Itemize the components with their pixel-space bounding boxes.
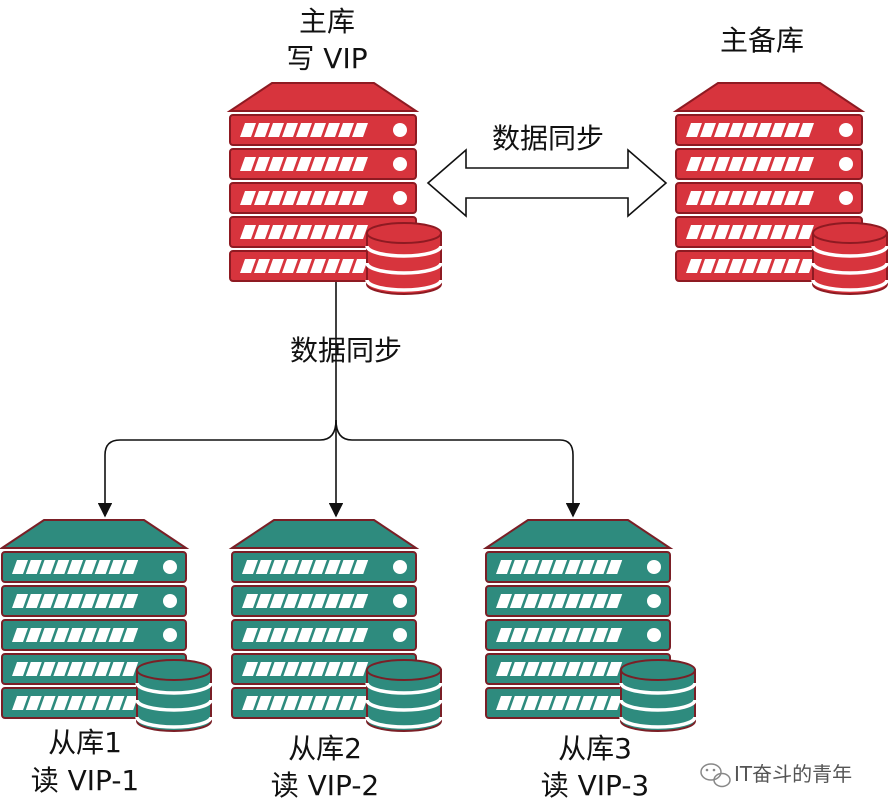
slave-2-database-icon: [365, 659, 443, 732]
server-unit: [231, 585, 417, 617]
server-unit: [675, 148, 863, 180]
standby-title: 主备库: [720, 24, 804, 57]
slave-3-database-icon: [619, 659, 697, 732]
slave-1-database-icon: [135, 659, 213, 732]
server-unit: [675, 114, 863, 146]
server-unit: [1, 585, 187, 617]
sync-label-horizontal: 数据同步: [492, 122, 604, 155]
server-unit: [485, 585, 671, 617]
master-server-icon: [226, 82, 420, 282]
slave-3-server-icon: [482, 519, 674, 719]
standby-server-icon: [672, 82, 866, 282]
slave-3-title: 从库3: [558, 732, 632, 765]
master-write-vip: 写 VIP: [286, 42, 367, 75]
master-database-icon: [365, 222, 443, 295]
server-unit: [229, 148, 417, 180]
slave-1-title: 从库1: [48, 726, 122, 759]
server-unit: [231, 551, 417, 583]
servers: [0, 82, 889, 732]
server-unit: [1, 551, 187, 583]
server-unit: [1, 619, 187, 651]
server-top-cap: [672, 82, 866, 112]
slave-1-read-vip: 读 VIP-1: [31, 764, 140, 797]
wechat-icon: [700, 763, 731, 788]
arrow-to-slave-3: [352, 439, 581, 518]
server-unit: [231, 619, 417, 651]
server-unit: [485, 619, 671, 651]
master-title: 主库: [299, 5, 355, 38]
server-unit: [229, 182, 417, 214]
sync-label-vertical: 数据同步: [290, 334, 402, 367]
server-top-cap: [228, 519, 420, 549]
replication-arrows: [97, 148, 668, 518]
server-top-cap: [482, 519, 674, 549]
slave-3-read-vip: 读 VIP-3: [541, 769, 650, 802]
slave-2-read-vip: 读 VIP-2: [271, 769, 380, 802]
slave-2-title: 从库2: [288, 732, 362, 765]
server-unit: [675, 182, 863, 214]
watermark-text: IT奋斗的青年: [734, 762, 852, 786]
server-top-cap: [0, 519, 190, 549]
server-top-cap: [226, 82, 420, 112]
server-unit: [229, 114, 417, 146]
standby-database-icon: [811, 222, 889, 295]
arrow-to-slave-1: [97, 439, 320, 518]
bidirectional-sync-arrow: [426, 148, 668, 218]
slave-2-server-icon: [228, 519, 420, 719]
server-unit: [485, 551, 671, 583]
master-down-line-right: [335, 419, 353, 441]
